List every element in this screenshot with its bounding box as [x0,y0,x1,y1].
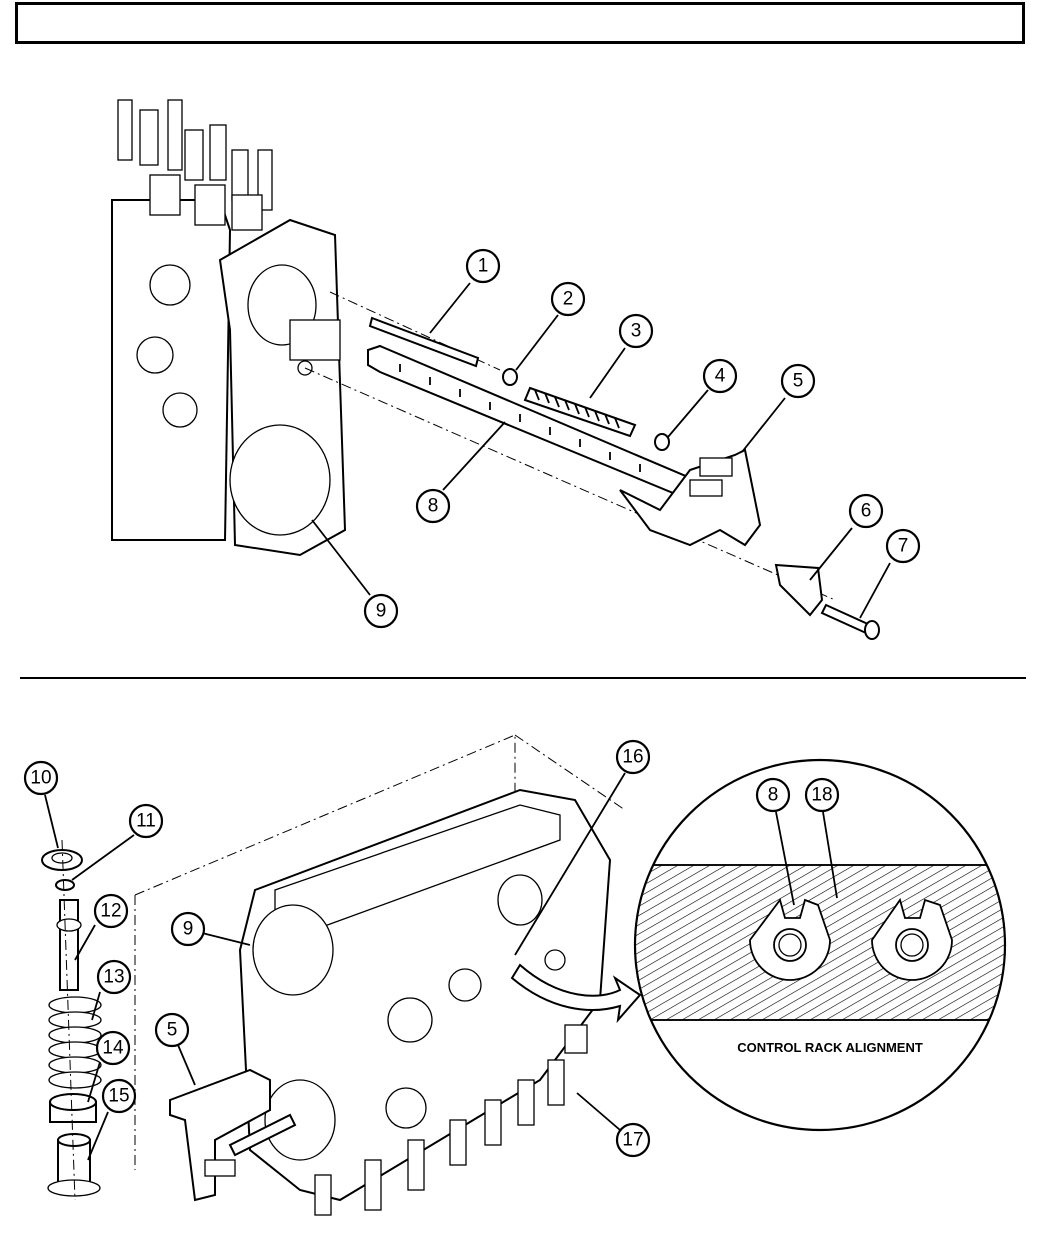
svg-text:3: 3 [631,321,642,342]
injection-pump-housing-top [111,99,347,557]
svg-text:16: 16 [622,747,643,768]
callout-17: 17 [576,1092,651,1158]
svg-text:15: 15 [108,1086,129,1107]
rod-part-1 [368,316,480,368]
callout-5: 5 [741,363,816,453]
svg-text:10: 10 [30,768,51,789]
callout-16: 16 [514,739,651,956]
retainer-part-11 [55,879,75,891]
svg-text:9: 9 [376,601,387,622]
section-divider [20,677,1026,679]
inset-callout-8: 8 [755,777,795,906]
callout-9: 9 [311,519,399,629]
callout-10: 10 [23,760,59,849]
callout-5-bottom: 5 [154,1012,196,1086]
svg-text:17: 17 [622,1130,643,1151]
screw-part-7 [820,603,880,640]
callout-8: 8 [415,421,506,524]
callout-6: 6 [809,493,884,581]
svg-text:8: 8 [768,785,779,806]
spring-seat-part-14 [49,1093,97,1123]
svg-text:18: 18 [811,785,832,806]
svg-text:6: 6 [861,501,872,522]
callout-4: 4 [667,358,738,438]
callout-9-bottom: 9 [170,911,251,947]
svg-text:13: 13 [103,967,124,988]
spring-part-3 [523,386,637,438]
callout-12: 12 [74,893,129,961]
washer-part-2 [502,368,518,386]
callout-15: 15 [87,1078,137,1161]
callout-14: 14 [87,1030,131,1103]
bracket-part-5-bottom [169,1068,297,1202]
bushing-part-4 [654,433,670,451]
svg-text:5: 5 [167,1020,178,1041]
spring-seat-part-10 [41,849,83,871]
svg-text:7: 7 [898,536,909,557]
svg-text:5: 5 [793,371,804,392]
inset-pointer-arrow [510,963,642,1024]
svg-text:12: 12 [100,901,121,922]
inset-callout-18: 18 [804,777,840,899]
callout-1: 1 [429,248,501,334]
header-box [15,2,1025,44]
callout-13: 13 [91,959,132,1021]
svg-text:2: 2 [563,289,574,310]
callout-11: 11 [71,803,164,881]
plunger-part-12 [56,899,82,991]
callout-7: 7 [859,528,921,619]
svg-text:1: 1 [478,256,489,277]
bracket-part-5 [619,448,762,547]
clip-part-6 [774,563,824,617]
inset-caption: CONTROL RACK ALIGNMENT [737,1040,923,1055]
svg-text:8: 8 [428,496,439,517]
control-rack-part-8 [367,344,697,502]
svg-text:11: 11 [136,811,156,832]
svg-text:9: 9 [183,919,194,940]
spring-part-13 [48,996,102,1089]
svg-text:4: 4 [715,366,726,387]
callout-3: 3 [589,313,654,399]
control-rack-alignment-inset: 8 18 CONTROL RACK ALIGNMENT [633,758,1007,1132]
svg-text:14: 14 [102,1038,124,1059]
injection-pump-housing-bottom [238,788,612,1216]
callout-2: 2 [515,281,586,371]
